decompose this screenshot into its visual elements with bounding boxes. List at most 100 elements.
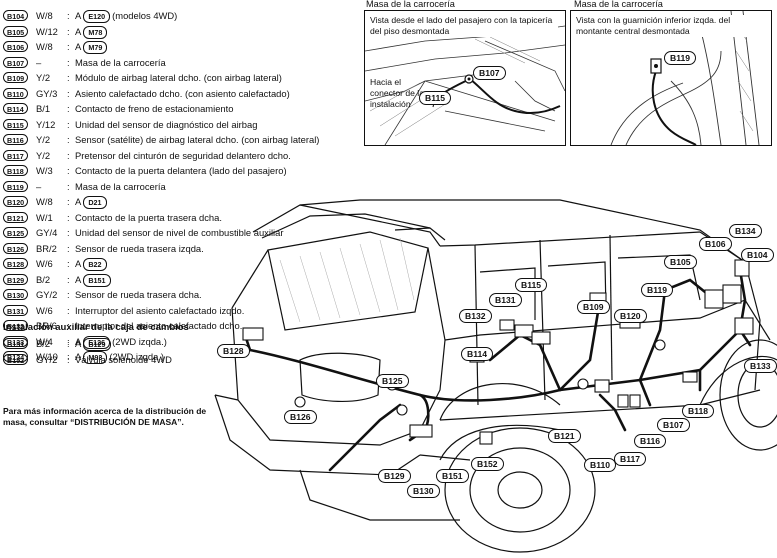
connector-description: A M79	[75, 39, 109, 55]
description-text: A	[75, 273, 81, 285]
callout-b132: B132	[459, 309, 492, 323]
connector-description: Masa de la carrocería	[75, 55, 166, 71]
callout-b131: B131	[489, 293, 522, 307]
connector-description: Módulo de airbag lateral dcho. (con airb…	[75, 70, 282, 86]
connector-description: A B22	[75, 256, 109, 272]
callout-b134: B134	[729, 224, 762, 238]
description-text: Interruptor del asiento calefactado izqd…	[75, 304, 245, 316]
callout-b114: B114	[461, 347, 494, 361]
colon-separator: :	[67, 353, 70, 365]
reference-connector: B22	[83, 258, 107, 272]
colon-separator: :	[67, 25, 70, 37]
connector-description: Sensor (satélite) de airbag lateral dcho…	[75, 132, 319, 148]
wire-color: Y/2	[36, 72, 51, 83]
colon-separator: :	[67, 149, 70, 161]
callout-b115: B115	[515, 278, 548, 292]
description-text: Unidad del sensor de diagnóstico del air…	[75, 118, 258, 130]
wire-color: B/2	[36, 273, 51, 285]
description-extra: (2WD izqda.)	[112, 335, 167, 347]
ground-note: Para más información acerca de la distri…	[3, 406, 207, 427]
callout-b130: B130	[407, 484, 440, 498]
inset2-b119-label: B119	[664, 51, 697, 65]
connector-code: B132	[3, 320, 29, 331]
wire-color: GY/4	[36, 227, 58, 238]
connector-code: B114	[3, 103, 28, 114]
connector-code: B106	[3, 41, 29, 52]
wire-color: W/6	[36, 304, 53, 316]
reference-connector: M93	[83, 351, 108, 365]
colon-separator: :	[67, 10, 70, 21]
connector-description: Unidad del sensor de nivel de combustibl…	[75, 225, 283, 241]
wire-color: Y/12	[36, 118, 56, 130]
colon-separator: :	[67, 87, 70, 99]
connector-code: B151	[3, 338, 29, 349]
wire-color: B/2	[36, 338, 51, 349]
connector-code: B118	[3, 165, 28, 176]
connector-description: Contacto de la puerta delantera (lado de…	[75, 163, 287, 179]
wire-color: W/6	[36, 258, 53, 269]
connector-description: A B129	[75, 336, 113, 352]
connector-code: B105	[3, 25, 29, 37]
connector-description: Unidad del sensor de diagnóstico del air…	[75, 117, 257, 133]
connector-description: Interruptor del asiento calefactado izqd…	[75, 303, 244, 319]
inset2-frame: Vista con la guarnición inferior izqda. …	[570, 10, 772, 146]
connector-code: B152	[3, 353, 29, 365]
wire-color: W/1	[36, 211, 53, 223]
connector-description: Válvula solenoide 4WD	[75, 352, 172, 368]
description-text: Válvula solenoide 4WD	[75, 353, 172, 365]
colon-separator: :	[67, 103, 70, 114]
legend-row: B151 B/2: A B129	[3, 336, 303, 352]
connector-description: A E120(modelos 4WD)	[75, 8, 177, 24]
connector-code: B107	[3, 56, 29, 68]
callout-b152: B152	[471, 457, 504, 471]
wire-color: –	[36, 56, 42, 68]
wire-color: BR/2	[36, 242, 57, 254]
colon-separator: :	[67, 56, 70, 68]
description-text: A	[75, 335, 81, 347]
wire-color: GY/2	[36, 289, 58, 300]
reference-connector: M78	[83, 25, 108, 39]
description-text: Masa de la carrocería	[75, 180, 166, 192]
wire-color: W/8	[36, 41, 53, 52]
description-text: Unidad del sensor de nivel de combustibl…	[75, 227, 284, 238]
legend-row: B119–:Masa de la carrocería	[3, 179, 363, 195]
connector-description: Contacto de la puerta trasera dcha.	[75, 210, 222, 226]
reference-connector: E120	[83, 10, 111, 24]
description-text: Sensor de rueda trasera izqda.	[75, 242, 204, 254]
description-text: Interruptor del asiento calefactado dcho…	[75, 320, 243, 331]
colon-separator: :	[67, 273, 70, 285]
wire-color: Y/2	[36, 134, 51, 145]
legend-row: B152 GY/2: Válvula solenoide 4WD	[3, 352, 303, 368]
callout-b109: B109	[577, 300, 610, 314]
connector-code: B131	[3, 304, 29, 316]
connector-code: B110	[3, 87, 28, 99]
connector-code: B130	[3, 289, 29, 300]
colon-separator: :	[67, 304, 70, 316]
callout-b126: B126	[284, 410, 317, 424]
callout-b151: B151	[436, 469, 469, 483]
colon-separator: :	[67, 351, 70, 362]
inset1-frame: Vista desde el lado del pasajero con la …	[364, 10, 566, 146]
colon-separator: :	[67, 165, 70, 176]
colon-separator: :	[67, 335, 70, 347]
description-extra: (2WD izqda.)	[109, 351, 165, 362]
wire-color: GY/2	[36, 353, 58, 365]
connector-code: B117	[3, 149, 28, 161]
